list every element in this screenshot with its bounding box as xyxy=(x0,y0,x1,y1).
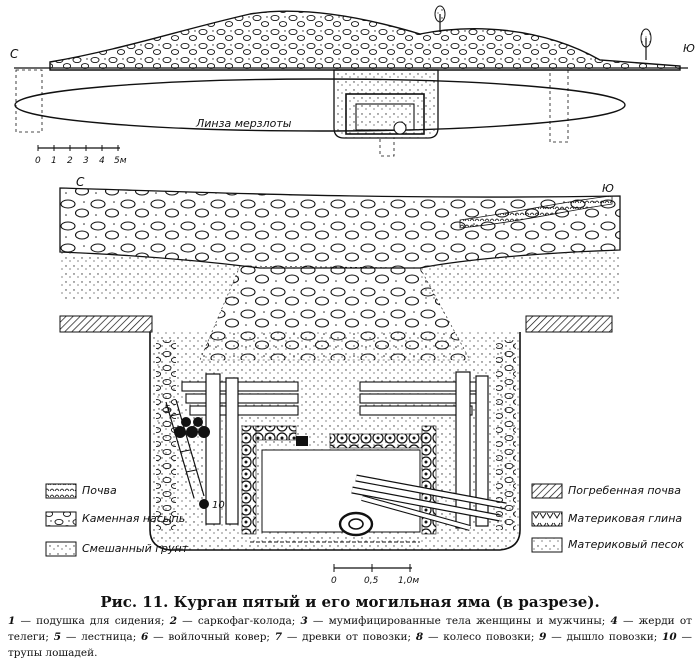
buried-soil-band-left xyxy=(59,315,153,333)
burial-pit-section: С Ю 5 10 0 0,5 1,0м xyxy=(59,175,621,586)
top-north-marker: С xyxy=(10,47,19,61)
main-scale-tick: 0 xyxy=(331,576,337,586)
caption-item-number: 3 xyxy=(300,615,308,627)
swatch-stone-embankment xyxy=(45,511,77,527)
cart-wheel xyxy=(338,511,374,537)
main-scale-bar: 0 0,5 1,0м xyxy=(331,564,419,586)
top-scale-bar: 0 1 2 3 4 5м xyxy=(35,145,127,166)
top-scale-tick: 3 xyxy=(83,156,89,166)
legend-label: Материковый песок xyxy=(568,538,685,551)
caption-item-text: древки от повозки; xyxy=(302,631,412,643)
permafrost-lens xyxy=(14,78,626,132)
permafrost-lens-label: Линза мерзлоты xyxy=(195,117,292,130)
caption-item-number: 1 xyxy=(8,615,16,627)
top-scale-tick: 0 xyxy=(35,156,41,166)
main-scale-tick: 1,0м xyxy=(398,576,419,586)
caption-item-number: 7 xyxy=(274,631,283,643)
figure-caption-body: 1 — подушка для сидения; 2 — саркофаг-ко… xyxy=(8,615,692,659)
caption-item-number: 9 xyxy=(539,631,547,643)
cart-shafts xyxy=(351,474,507,531)
north-marker: С xyxy=(76,175,85,189)
log-chamber-top-left xyxy=(255,425,297,441)
caption-item-number: 2 xyxy=(169,615,177,627)
caption-item-number: 6 xyxy=(141,631,149,643)
caption-item-text: лестница; xyxy=(81,631,137,643)
caption-item-number: 5 xyxy=(53,631,62,643)
post-right-2 xyxy=(475,375,489,527)
caption-item-number: 4 xyxy=(610,615,618,627)
caption-item-text: войлочный ковер; xyxy=(168,631,270,643)
legend-label: Погребенная почва xyxy=(568,484,681,497)
top-scale-tick: 1 xyxy=(51,156,57,166)
kurgan-mound xyxy=(49,10,681,71)
figure-caption-title: Рис. 11. Курган пятый и его могильная ям… xyxy=(100,593,600,611)
topsoil-strip xyxy=(459,195,613,229)
caption-item-text: подушка для сидения; xyxy=(36,615,165,627)
mixed-ground-layer xyxy=(60,252,240,300)
post-left-2 xyxy=(225,377,239,525)
caption-item-number: 8 xyxy=(415,631,424,643)
legend-label: Почва xyxy=(82,484,117,497)
post-right xyxy=(455,371,471,529)
buried-soil-band-right xyxy=(525,315,613,333)
caption-item-number: 10 xyxy=(662,631,677,643)
kurgan-profile-top: С Ю Линза мерзлоты 0 1 2 3 4 5м xyxy=(10,5,695,166)
swatch-mixed-ground xyxy=(45,541,77,557)
caption-item-text: мумифицированные тела женщины и мужчины; xyxy=(328,615,606,627)
top-scale-tick: 2 xyxy=(67,156,73,166)
south-marker: Ю xyxy=(602,182,614,195)
top-scale-tick: 4 xyxy=(99,156,105,166)
legend-label: Каменная насыпь xyxy=(82,512,186,525)
caption-item-text: саркофаг-колода; xyxy=(197,615,296,627)
log-roof-left xyxy=(181,381,299,416)
caption-item-text: дышло повозки; xyxy=(566,631,658,643)
main-scale-tick: 0,5 xyxy=(364,576,379,586)
top-south-marker: Ю xyxy=(683,42,695,55)
post-left xyxy=(205,373,221,525)
log-chamber-left-wall xyxy=(241,425,257,535)
callout-5: 5 xyxy=(164,404,170,415)
caption-item-text: трупы лошадей. xyxy=(8,647,98,659)
swatch-soil xyxy=(45,483,77,499)
felt-carpet xyxy=(174,417,210,438)
legend-label: Материковая глина xyxy=(568,512,683,525)
caption-item-text: колесо повозки; xyxy=(443,631,535,643)
log-chamber-top-right xyxy=(329,433,423,449)
swatch-buried-soil xyxy=(531,483,563,499)
tree-icon xyxy=(434,5,446,32)
legend-label: Смешанный грунт xyxy=(82,542,189,555)
swatch-sand xyxy=(531,537,563,553)
legend-swatches xyxy=(45,483,563,557)
top-scale-tick: 5м xyxy=(114,156,127,166)
swatch-clay xyxy=(531,511,563,527)
inner-chamber xyxy=(261,449,421,533)
callout-10: 10 xyxy=(212,500,225,511)
tree-icon-2 xyxy=(640,28,652,60)
caption-item-text: жерди от телеги; xyxy=(8,615,692,643)
